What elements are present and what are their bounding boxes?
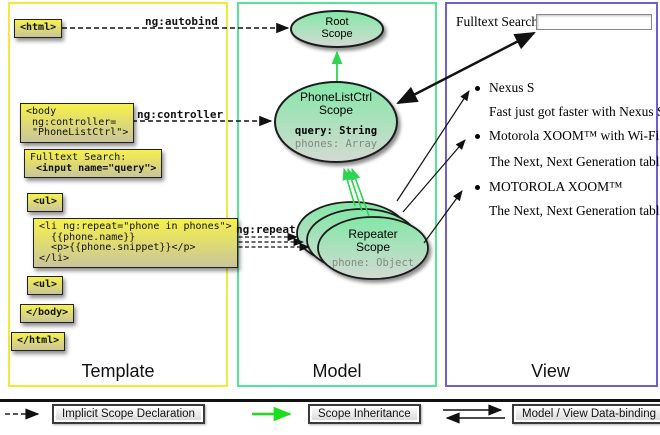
bullet-icon — [475, 185, 480, 190]
fulltext-search-input[interactable] — [536, 14, 652, 30]
code-line: <li ng:repeat="phone in phones"> — [39, 221, 232, 232]
code-line: <input name="query"> — [30, 162, 157, 174]
code-box-ul-open: <ul> — [27, 193, 64, 212]
bullet-icon — [475, 134, 480, 139]
code-line: <body — [26, 106, 57, 117]
view-item-desc: Fast just got faster with Nexus S. — [489, 104, 660, 119]
code-line: <html> — [20, 22, 57, 33]
code-box-body-open: <body ng:controller= "PhoneListCtrl"> — [20, 103, 135, 143]
code-line: {{phone.name}} — [39, 231, 136, 243]
code-line: ng:controller= — [26, 116, 117, 128]
code-line: "PhoneListCtrl"> — [26, 127, 129, 138]
code-box-li-repeat: <li ng:repeat="phone in phones"> {{phone… — [33, 218, 238, 268]
code-line: <p>{{phone.snippet}}</p> — [39, 242, 196, 253]
view-item-desc: The Next, Next Generation tablet. — [489, 154, 660, 169]
scope-title-line: Scope — [355, 240, 391, 254]
code-box-html-close: </html> — [11, 332, 66, 351]
code-line: </body> — [26, 307, 69, 318]
view-item-title: Nexus S — [489, 80, 535, 95]
scope-title-line: Scope — [321, 28, 353, 40]
code-line: <ul> — [33, 196, 58, 207]
repeat-label: ng:repeat — [236, 223, 296, 236]
code-box-fulltext-input: Fulltext Search: <input name="query"> — [24, 149, 163, 178]
fulltext-search-label: Fulltext Search: — [456, 14, 542, 29]
legend-scope-inheritance: Scope Inheritance — [308, 404, 421, 424]
template-panel-label: Template — [81, 361, 155, 381]
code-box-ul-close: <ul> — [27, 276, 64, 295]
phonelistctrl-phones-prop: phones: Array — [294, 138, 378, 150]
model-panel — [237, 2, 437, 387]
template-panel — [8, 2, 228, 387]
root-scope-label: Root Scope — [292, 16, 382, 40]
code-line: <ul> — [33, 279, 58, 290]
controller-label: ng:controller — [137, 108, 224, 121]
scope-title-line: PhoneListCtrl — [299, 90, 373, 104]
repeater-phone-prop: phone: Object — [331, 257, 415, 269]
legend-separator — [0, 399, 660, 402]
code-line: </li> — [39, 252, 70, 264]
phonelistctrl-scope-label: PhoneListCtrl Scope — [276, 91, 396, 117]
code-box-body-close: </body> — [20, 304, 75, 323]
autobind-label: ng:autobind — [145, 15, 218, 28]
view-panel-label: View — [531, 361, 570, 381]
scope-title-line: Scope — [318, 103, 354, 117]
code-line: </html> — [17, 335, 60, 346]
view-item-desc: The Next, Next Generation tablet. — [489, 203, 660, 218]
model-panel-label: Model — [312, 361, 362, 381]
phonelistctrl-query-prop: query: String — [294, 125, 378, 137]
legend-implicit-scope-declaration: Implicit Scope Declaration — [52, 404, 205, 424]
legend-model-view-data-binding: Model / View Data-binding — [512, 404, 660, 424]
view-item-title: Motorola XOOM™ with Wi-Fi — [489, 128, 660, 143]
code-box-html-open: <html> — [14, 19, 63, 38]
scope-title-line: Repeater — [348, 227, 398, 241]
scope-title-line: Root — [325, 16, 349, 28]
repeater-scope-label: Repeater Scope — [318, 228, 428, 254]
bullet-icon — [475, 86, 480, 91]
code-line: Fulltext Search: — [30, 152, 127, 163]
view-item-title: MOTOROLA XOOM™ — [489, 179, 623, 194]
